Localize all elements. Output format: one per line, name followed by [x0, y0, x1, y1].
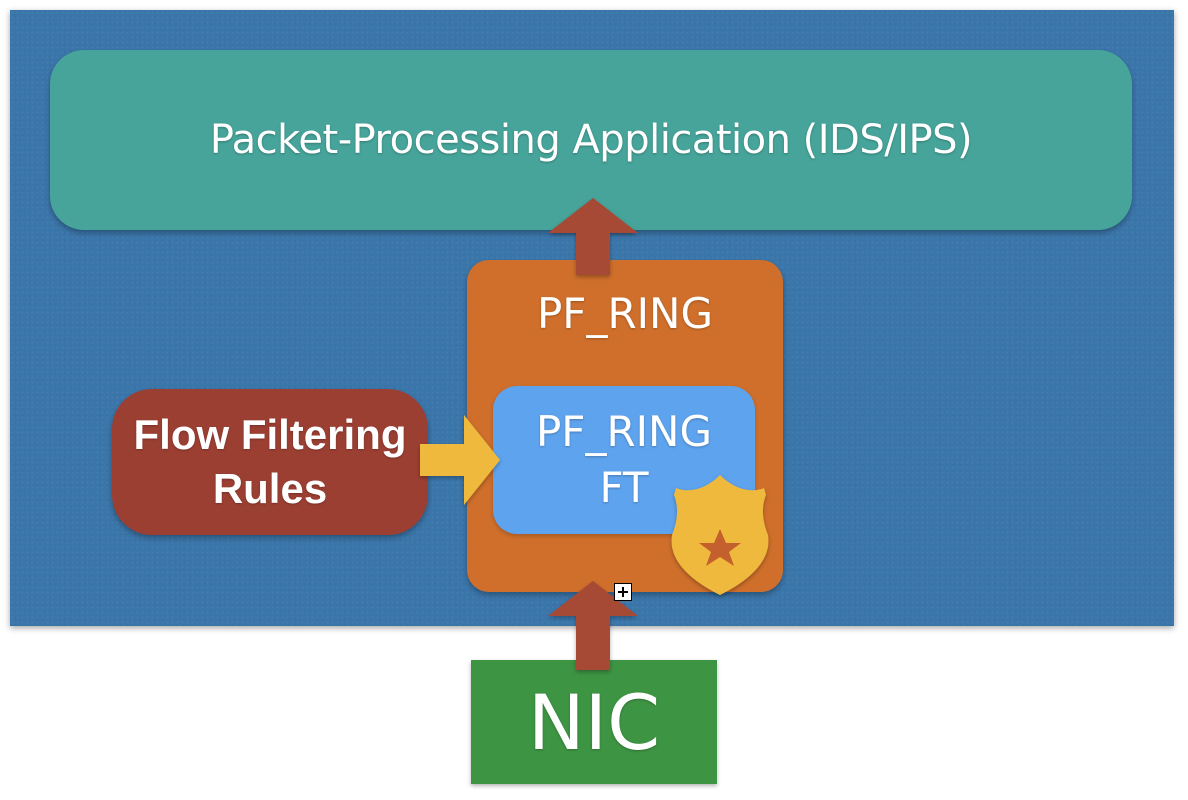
- nic-label: NIC: [527, 677, 661, 767]
- flow-filtering-rules-box: Flow Filtering Rules: [112, 389, 428, 535]
- arrow-up-from-nic: [548, 581, 638, 670]
- application-label: Packet-Processing Application (IDS/IPS): [209, 117, 973, 163]
- plus-square-icon[interactable]: [614, 583, 632, 601]
- nic-box: NIC: [471, 660, 717, 784]
- pf-ring-ft-box: PF_RING FT: [493, 386, 755, 534]
- badge-star: [699, 529, 741, 566]
- flow-rules-label-line1: Flow Filtering: [133, 411, 407, 458]
- police-shield-star-icon: [671, 475, 769, 595]
- arrow-up-to-application: [548, 198, 638, 275]
- arrow-right-rules-to-ft: [420, 415, 500, 505]
- flow-rules-label-line2: Rules: [212, 465, 328, 512]
- pf-ring-ft-label-line1: PF_RING: [535, 407, 713, 456]
- pf-ring-ft-label-line2: FT: [599, 463, 649, 512]
- pf-ring-label: PF_RING: [536, 289, 714, 338]
